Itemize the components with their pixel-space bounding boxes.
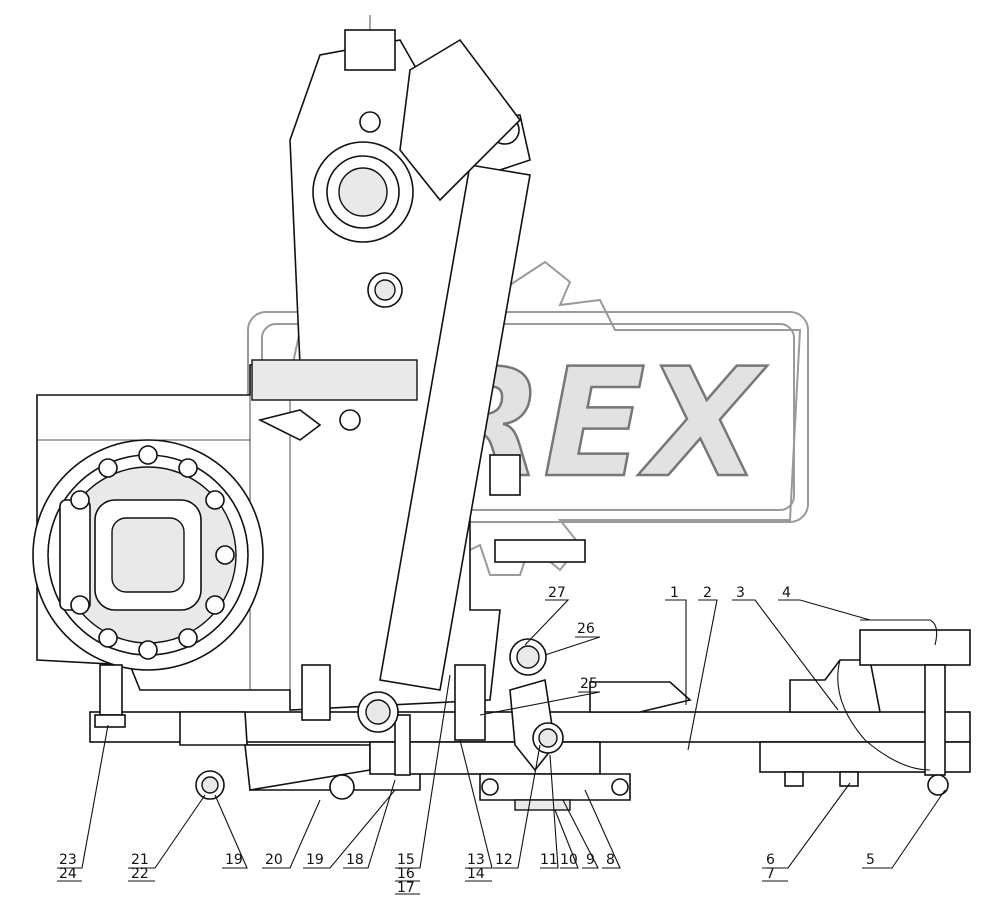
label-1: 1	[670, 585, 679, 601]
label-2: 2	[703, 585, 712, 601]
label-11: 11	[540, 852, 558, 868]
label-24: 24	[59, 866, 77, 882]
leader-lines	[57, 599, 946, 895]
label-26: 26	[577, 621, 595, 637]
label-5: 5	[866, 852, 875, 868]
label-9: 9	[586, 852, 595, 868]
label-8: 8	[606, 852, 615, 868]
label-19a: 19	[306, 852, 324, 868]
label-6: 6	[766, 852, 775, 868]
label-15: 15	[397, 852, 415, 868]
label-13: 13	[467, 852, 485, 868]
label-7: 7	[766, 866, 775, 882]
label-19b: 19	[225, 852, 243, 868]
label-18: 18	[346, 852, 364, 868]
label-3: 3	[736, 585, 745, 601]
output-flange	[32, 439, 264, 671]
label-27: 27	[548, 585, 566, 601]
drawbar-frame	[89, 619, 971, 811]
label-4: 4	[782, 585, 791, 601]
label-14: 14	[467, 866, 485, 882]
label-25: 25	[580, 676, 598, 692]
diagonal-link	[379, 38, 531, 691]
label-23: 23	[59, 852, 77, 868]
label-17: 17	[397, 880, 415, 896]
label-20: 20	[265, 852, 283, 868]
label-22: 22	[131, 866, 149, 882]
callout-labels: 1 2 3 4 5 6 7 8 9 10 11 12 13 14 15 16 1…	[59, 585, 875, 896]
label-21: 21	[131, 852, 149, 868]
label-10: 10	[560, 852, 578, 868]
label-16: 16	[397, 866, 415, 882]
label-12: 12	[495, 852, 513, 868]
